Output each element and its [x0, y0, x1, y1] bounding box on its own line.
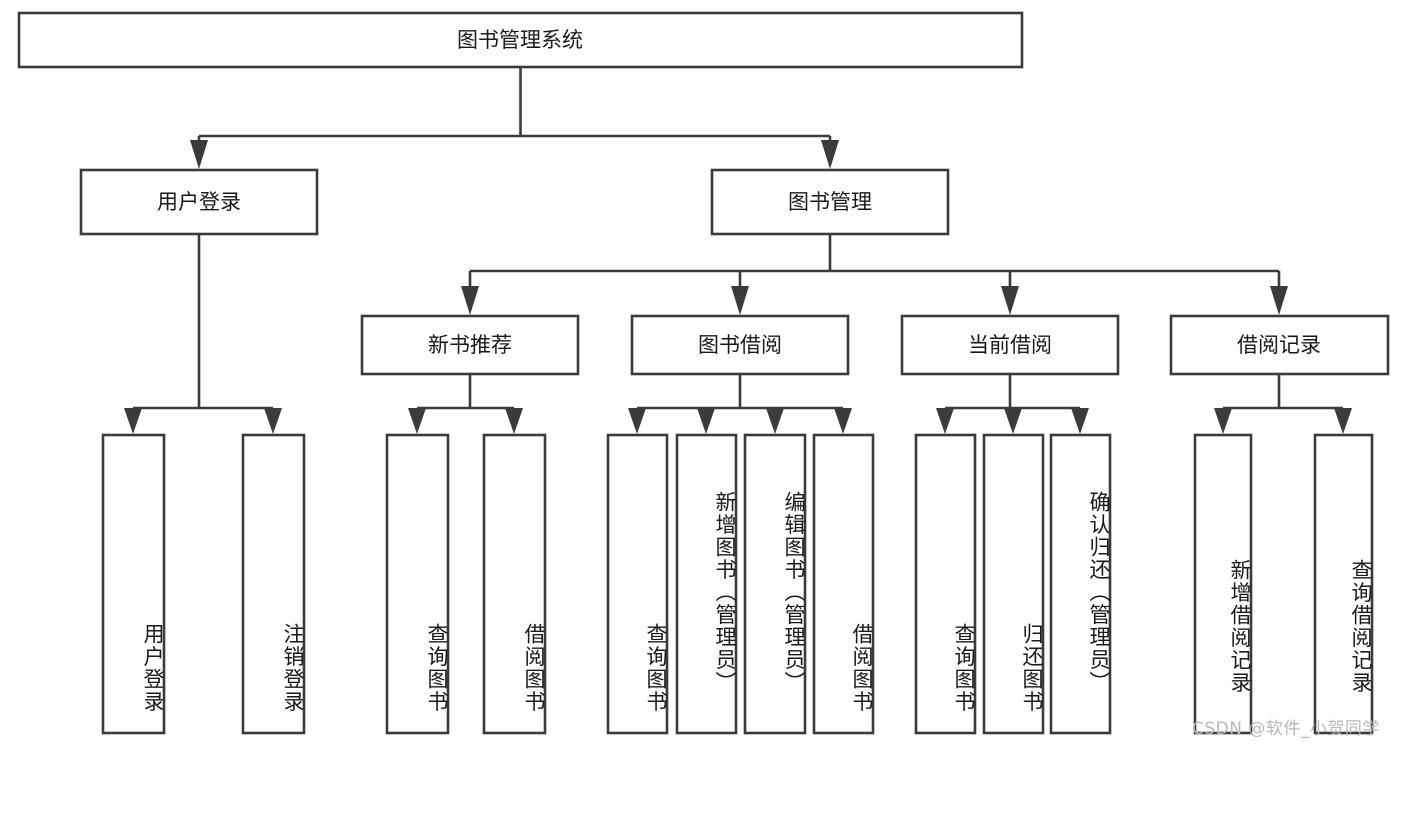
- arrow-icon-leaf-query-book-3: [936, 408, 954, 434]
- node-box-borrow-record[interactable]: [1169, 314, 1390, 376]
- label-new-book-recommend: 新书推荐: [428, 333, 512, 357]
- node-box-leaf-borrow-book-2[interactable]: [812, 433, 875, 735]
- arrow-icon-leaf-add-borrow-record: [1214, 408, 1232, 434]
- node-box-leaf-query-borrow-record[interactable]: [1313, 433, 1374, 735]
- node-box-book-borrow[interactable]: [630, 314, 850, 376]
- node-box-leaf-add-borrow-record[interactable]: [1193, 433, 1253, 735]
- arrow-icon-user-login: [190, 140, 208, 169]
- label-borrow-record: 借阅记录: [1237, 333, 1321, 357]
- label-user-login: 用户登录: [157, 190, 241, 214]
- arrow-icon-leaf-user-login: [124, 408, 142, 434]
- node-box-leaf-user-login[interactable]: [101, 433, 166, 735]
- arrow-icon-leaf-query-borrow-record: [1334, 408, 1352, 434]
- watermark-text: CSDN @软件_小贺同学: [1192, 719, 1380, 739]
- horizontal-labels: 图书管理系统 用户登录 图书管理 新书推荐 图书借阅 当前借阅 借阅记录: [157, 28, 1321, 357]
- node-box-leaf-add-book[interactable]: [675, 433, 738, 735]
- connectors-bookborrow-to-leaves: [628, 374, 852, 434]
- flowchart-diagram: 图书管理系统 用户登录 图书管理 新书推荐 图书借阅 当前借阅 借阅记录 用户登…: [17, 11, 1390, 739]
- arrow-icon-borrow-record: [1270, 286, 1288, 315]
- connectors-currentborrow-to-leaves: [936, 374, 1089, 434]
- label-book-management: 图书管理: [788, 190, 872, 214]
- node-box-leaf-return-book[interactable]: [982, 433, 1045, 735]
- connectors-newbook-to-leaves: [408, 374, 523, 434]
- arrow-icon-book-borrow: [731, 286, 749, 315]
- arrow-icon-leaf-query-book-1: [408, 408, 426, 434]
- node-box-leaf-confirm-return[interactable]: [1049, 433, 1112, 735]
- label-root: 图书管理系统: [457, 28, 583, 52]
- node-box-leaf-edit-book[interactable]: [743, 433, 807, 735]
- connectors-bookmgmt-to-level3: [461, 234, 1288, 315]
- arrow-icon-leaf-confirm-return: [1071, 408, 1089, 434]
- arrow-icon-leaf-return-book: [1004, 408, 1022, 434]
- arrow-icon-current-borrow: [1001, 286, 1019, 315]
- node-box-leaf-query-book-2[interactable]: [606, 433, 669, 735]
- arrow-icon-leaf-add-book: [697, 408, 715, 434]
- arrow-icon-new-book-recommend: [461, 286, 479, 315]
- arrow-icon-leaf-borrow-book-1: [505, 408, 523, 434]
- node-box-book-management[interactable]: [710, 168, 950, 236]
- node-box-current-borrow[interactable]: [900, 314, 1120, 376]
- tree-canvas: 图书管理系统 用户登录 图书管理 新书推荐 图书借阅 当前借阅 借阅记录: [17, 11, 1390, 735]
- connectors-borrowrecord-to-leaves: [1214, 374, 1352, 434]
- node-box-leaf-query-book-1[interactable]: [385, 433, 450, 735]
- arrow-icon-leaf-query-book-2: [628, 408, 646, 434]
- arrow-icon-leaf-user-logout: [264, 408, 282, 434]
- label-current-borrow: 当前借阅: [968, 333, 1052, 357]
- node-box-leaf-borrow-book-1[interactable]: [482, 433, 547, 735]
- arrow-icon-book-management: [821, 140, 839, 169]
- arrow-icon-leaf-borrow-book-2: [834, 408, 852, 434]
- node-box-user-login[interactable]: [79, 168, 319, 236]
- connectors-userlogin-to-leaves: [124, 234, 282, 434]
- node-box-root[interactable]: [17, 11, 1024, 69]
- label-book-borrow: 图书借阅: [698, 333, 782, 357]
- node-box-leaf-query-book-3[interactable]: [914, 433, 977, 735]
- node-box-leaf-user-logout[interactable]: [241, 433, 306, 735]
- node-boxes: [17, 11, 1390, 735]
- node-box-new-book-recommend[interactable]: [360, 314, 580, 376]
- connectors-root-to-level2: [190, 67, 839, 169]
- arrow-icon-leaf-edit-book: [766, 408, 784, 434]
